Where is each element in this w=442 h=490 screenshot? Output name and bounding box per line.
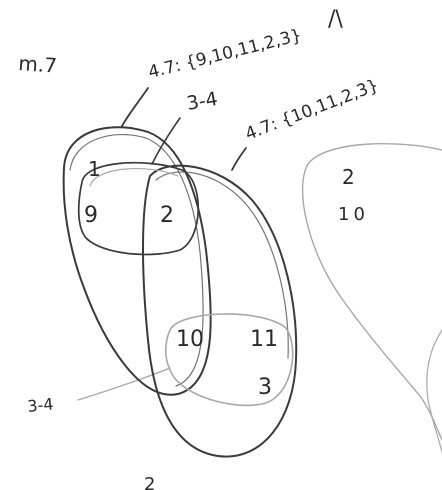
element-11: 11 xyxy=(250,327,278,352)
right-set-label: 4.7: {10,11,2,3} xyxy=(243,76,382,145)
bottom-relation-label: 3-4 xyxy=(26,394,54,416)
element-9: 9 xyxy=(84,203,98,228)
left-set-outline-retrace xyxy=(69,134,204,387)
element-2: 2 xyxy=(160,203,174,228)
side-set-inner-arc xyxy=(426,329,442,453)
right-set-leader xyxy=(231,147,247,171)
left-set-leader xyxy=(121,87,149,127)
left-set-outline xyxy=(62,126,212,396)
footer-mark: 2 xyxy=(144,474,155,490)
top-relation-label: 3-4 xyxy=(185,88,219,115)
right-set-outline xyxy=(142,164,298,458)
side-element-2: 2 xyxy=(342,165,355,189)
element-10: 10 xyxy=(176,327,204,352)
bottom-relation-leader xyxy=(77,367,171,401)
side-element-10: 10 xyxy=(338,204,369,225)
left-set-label: 4.7: {9,10,11,2,3} xyxy=(146,25,303,82)
element-3: 3 xyxy=(258,375,272,400)
right-set-outline-retrace xyxy=(155,171,289,359)
upper-group-outline xyxy=(77,161,200,256)
note-m7: m.7 xyxy=(18,51,58,78)
check-tick: /\ xyxy=(328,7,343,32)
side-set-outline xyxy=(301,142,442,441)
upper-group-retrace xyxy=(89,168,179,187)
lower-group-outline xyxy=(164,313,294,407)
top-relation-leader xyxy=(151,117,181,165)
element-1: 1 xyxy=(88,157,101,181)
